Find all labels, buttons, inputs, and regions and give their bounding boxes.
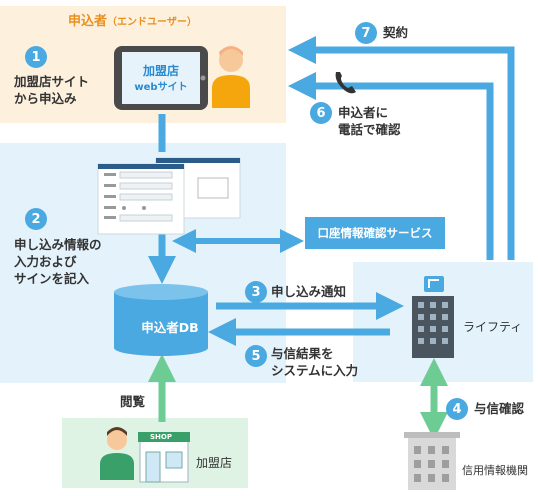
step-2-text: 申し込み情報の 入力および サインを記入 — [14, 237, 102, 286]
step-4-text: 与信確認 — [474, 401, 525, 416]
contract-arrow — [288, 36, 515, 260]
step-5-badge: 5 — [245, 345, 267, 367]
step-6-badge: 6 — [310, 102, 332, 124]
phone-icon — [335, 72, 356, 94]
shop-icon — [138, 432, 190, 483]
step-1-text: 加盟店サイト から申込み — [14, 74, 90, 106]
applicant-title-sub: （エンドユーザー） — [107, 17, 197, 28]
form-screen-icon — [97, 157, 241, 235]
step-5-text: 与信結果を システムに入力 — [271, 346, 359, 378]
credit-bureau-label: 信用情報機関 — [462, 464, 528, 477]
phone-arrow — [288, 72, 494, 260]
account-check-service: 口座情報確認サービス — [305, 217, 445, 249]
step-1-badge: 1 — [25, 46, 47, 68]
lifety-label: ライフティ — [463, 320, 523, 334]
database-icon — [114, 284, 208, 356]
step-7-badge: 7 — [355, 22, 377, 44]
lifety-building-icon — [412, 276, 454, 358]
store-staff-icon — [100, 427, 134, 480]
applicant-person-icon — [212, 46, 250, 108]
tablet-icon — [114, 46, 208, 110]
applicant-title: 申込者（エンドユーザー） — [68, 10, 197, 29]
shop-sign: SHOP — [150, 433, 172, 441]
store-label: 加盟店 — [196, 456, 233, 470]
applicant-title-main: 申込者 — [68, 14, 108, 29]
step-3-badge: 3 — [245, 281, 267, 303]
db-label: 申込者DB — [141, 320, 199, 335]
step-2-badge: 2 — [25, 208, 47, 230]
tablet-text-line1: 加盟店 — [142, 64, 179, 78]
credit-bureau-building-icon — [404, 432, 460, 490]
view-text: 閲覧 — [120, 394, 146, 409]
step-6-text: 申込者に 電話で確認 — [338, 105, 401, 137]
step-7-text: 契約 — [383, 25, 409, 40]
step-4-badge: 4 — [446, 398, 468, 420]
step-3-text: 申し込み通知 — [271, 284, 347, 299]
tablet-text-line2: webサイト — [134, 82, 188, 93]
